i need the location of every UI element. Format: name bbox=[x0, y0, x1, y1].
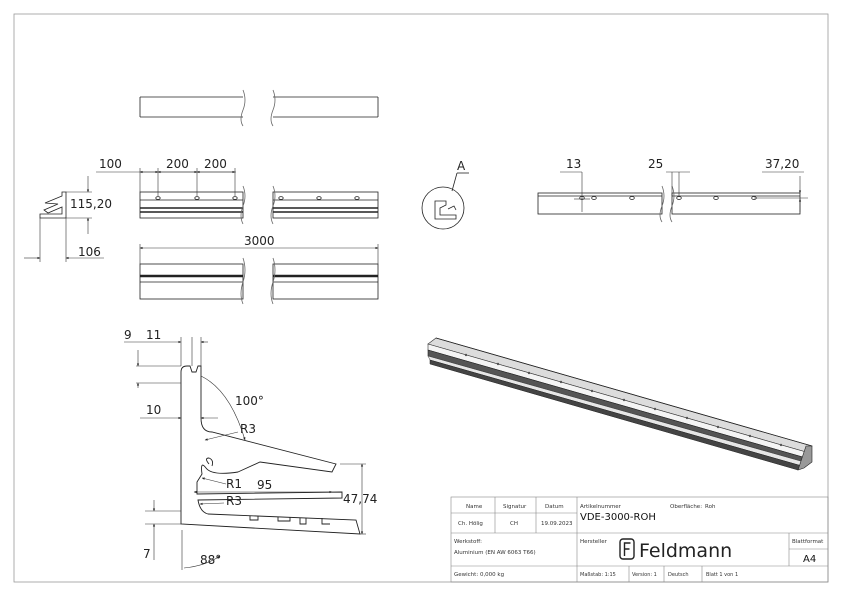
cross-section-dimensions bbox=[124, 337, 366, 570]
date-value: 19.09.2023 bbox=[541, 521, 573, 527]
dim-115-20: 115,20 bbox=[70, 197, 112, 211]
dim-100-degrees: 100° bbox=[235, 394, 264, 408]
dim-37-20: 37,20 bbox=[765, 157, 799, 171]
dim-11: 11 bbox=[146, 328, 161, 342]
cross-section-profile bbox=[180, 365, 361, 535]
surface-value: Roh bbox=[705, 504, 716, 510]
dim-3000: 3000 bbox=[244, 234, 275, 248]
dim-95: 95 bbox=[257, 478, 272, 492]
surface-label: Oberfläche: bbox=[670, 504, 702, 510]
material-label: Werkstoff: bbox=[454, 539, 482, 545]
dim-7: 7 bbox=[143, 547, 151, 561]
article-label: Artikelnummer bbox=[580, 504, 622, 510]
scale: Maßstab: 1:15 bbox=[580, 572, 616, 578]
sheet-frame bbox=[13, 13, 829, 583]
company-name: Feldmann bbox=[639, 540, 732, 562]
detail-a-callout bbox=[421, 172, 469, 230]
front-view-dimensions bbox=[24, 168, 236, 262]
detail-a-label: A bbox=[457, 159, 466, 173]
material-value: Aluminium (EN AW 6063 T66) bbox=[454, 550, 536, 556]
name-label: Name bbox=[466, 504, 483, 510]
dim-10: 10 bbox=[146, 403, 161, 417]
dim-13: 13 bbox=[566, 157, 581, 171]
dim-200-second: 200 bbox=[204, 157, 227, 171]
weight: Gewicht: 0,000 kg bbox=[454, 572, 504, 578]
format-value: A4 bbox=[803, 554, 816, 565]
feldmann-logo-icon bbox=[619, 538, 635, 560]
top-view bbox=[139, 89, 379, 127]
signature-label: Signatur bbox=[503, 504, 527, 510]
dim-200-first: 200 bbox=[166, 157, 189, 171]
side-view bbox=[537, 185, 801, 223]
dim-47-74: 47,74 bbox=[343, 492, 377, 506]
sheet-number: Blatt 1 von 1 bbox=[706, 572, 738, 578]
dim-106: 106 bbox=[78, 245, 101, 259]
version: Version: 1 bbox=[632, 572, 657, 578]
radius-r1: R1 bbox=[226, 477, 242, 491]
dim-88-degrees: 88° bbox=[200, 553, 221, 567]
isometric-holes bbox=[464, 353, 783, 447]
radius-r3-upper: R3 bbox=[240, 422, 256, 436]
dim-9: 9 bbox=[124, 328, 132, 342]
side-view-dimensions bbox=[560, 171, 808, 212]
title-block-lines bbox=[450, 496, 829, 583]
dim-100: 100 bbox=[99, 157, 122, 171]
name-value: Ch. Hölig bbox=[458, 521, 483, 527]
isometric-view bbox=[427, 337, 813, 471]
language: Deutsch bbox=[668, 572, 689, 578]
dim-25: 25 bbox=[648, 157, 663, 171]
dim-3000-lines bbox=[139, 244, 379, 264]
signature-value: CH bbox=[510, 521, 518, 527]
bottom-view bbox=[139, 257, 379, 305]
radius-r3-lower: R3 bbox=[226, 494, 242, 508]
date-label: Datum bbox=[545, 504, 564, 510]
manufacturer-label: Hersteller bbox=[580, 539, 608, 545]
front-view bbox=[39, 185, 379, 225]
format-label: Blattformat bbox=[792, 539, 824, 545]
article-number: VDE-3000-ROH bbox=[580, 512, 656, 523]
